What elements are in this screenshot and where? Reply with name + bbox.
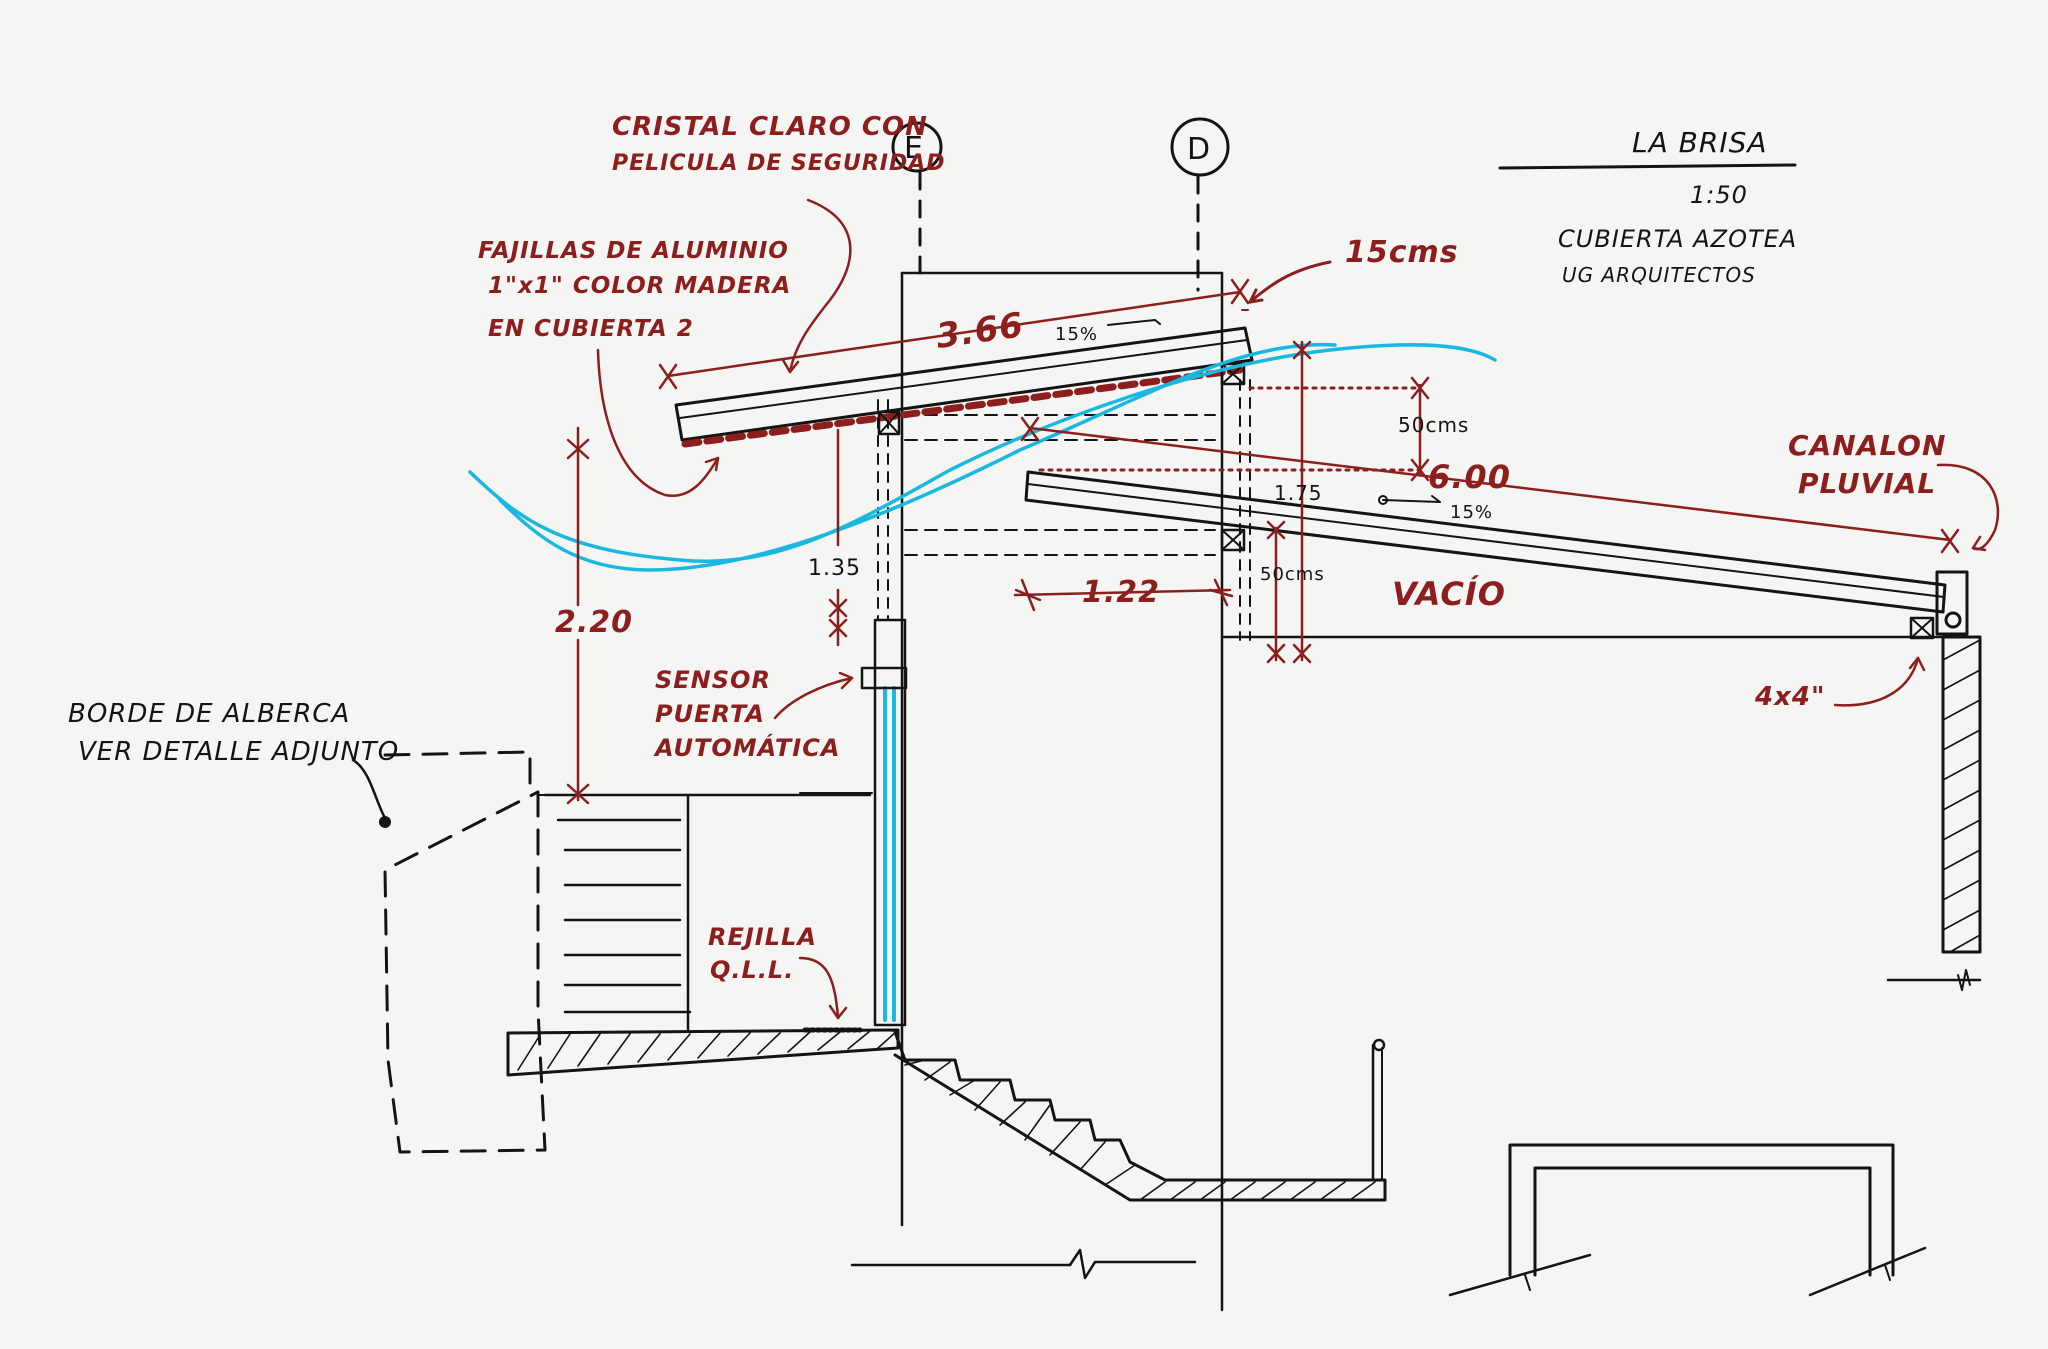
firm-name: UG ARQUITECTOS: [1562, 263, 1756, 287]
slats-note: FAJILLAS DE ALUMINIO 1"x1" COLOR MADERA …: [478, 238, 791, 498]
gutter: [1935, 570, 1969, 636]
glass-door: [860, 618, 908, 1027]
slats-note-line3: EN CUBIERTA 2: [488, 316, 694, 342]
edge-dimension: 15cms: [1345, 235, 1459, 270]
dimension-cantilever: 1.22: [1013, 575, 1234, 612]
beam-50-dimension: 50cms: [1260, 564, 1325, 585]
gutter-note-line2: PLUVIAL: [1798, 467, 1936, 500]
glass-note: CRISTAL CLARO CON PELICULA DE SEGURIDAD: [612, 112, 946, 374]
lower-post-a: [1220, 528, 1246, 552]
height-135-dimension: 1.35: [808, 556, 861, 581]
title-block: LA BRISA 1:50 CUBIERTA AZOTEA UG ARQUITE…: [1498, 126, 1797, 287]
right-column: [1886, 635, 1982, 991]
pool-edge: [351, 750, 547, 1154]
dimension-beam-50: 50cms: [1260, 520, 1325, 664]
lower-post-b: [1909, 616, 1935, 640]
height-220-dimension: 2.20: [555, 605, 633, 640]
glass-note-line1: CRISTAL CLARO CON: [612, 112, 928, 142]
bench: [543, 793, 872, 1032]
dimension-height-220: 2.20: [539, 426, 633, 805]
title-underline: [1498, 163, 1797, 170]
void-label-group: VACÍO: [1392, 575, 1506, 613]
axis-e-bubble: [891, 121, 943, 173]
void-label: VACÍO: [1392, 575, 1506, 613]
sensor-note-line2: PUERTA: [655, 700, 765, 728]
pool-note-line2: VER DETALLE ADJUNTO: [78, 737, 399, 767]
dimension-height-175: 1.75: [1274, 340, 1323, 664]
upper-post-b: [1220, 362, 1246, 386]
height-175-dimension: 1.75: [1274, 481, 1323, 505]
planter-box: [1448, 1143, 1927, 1297]
grille-note: REJILLA Q.L.L.: [708, 923, 848, 1020]
slats-note-line2: 1"x1" COLOR MADERA: [488, 273, 791, 299]
upper-span-dimension: 3.66: [934, 305, 1027, 357]
grille-note-line1: REJILLA: [708, 923, 817, 951]
door-sensor: [860, 666, 908, 690]
axis-e-label: E: [904, 131, 924, 166]
aluminium-slats: [681, 366, 1244, 448]
glass-note-line2: PELICULA DE SEGURIDAD: [612, 151, 946, 176]
dimension-height-135: 1.35: [808, 428, 861, 647]
upper-slope-label: 15%: [1055, 324, 1098, 345]
overlap-dimension: 50cms: [1398, 413, 1469, 437]
axis-d-bubble: [1170, 117, 1230, 177]
pool-note: BORDE DE ALBERCA VER DETALLE ADJUNTO: [68, 699, 399, 767]
dimension-lower-span: 6.00 15%: [1020, 416, 1960, 554]
dimension-edge: 15cms: [1241, 235, 1459, 311]
sheet-subtitle: CUBIERTA AZOTEA: [1558, 225, 1797, 253]
airflow-arrows: [468, 342, 1497, 572]
axis-d: D: [1170, 117, 1230, 292]
upper-post-a: [877, 410, 901, 436]
post-note: 4x4": [1754, 656, 1926, 712]
upper-box: [877, 271, 1251, 1312]
axis-d-label: D: [1187, 132, 1211, 167]
axis-e: E: [891, 121, 943, 287]
sensor-note: SENSOR PUERTA AUTOMÁTICA: [653, 666, 873, 794]
grille-note-line2: Q.L.L.: [710, 956, 794, 984]
sensor-note-line3: AUTOMÁTICA: [653, 733, 840, 762]
gutter-note-line1: CANALON: [1788, 429, 1946, 462]
terrace-floor: [506, 1027, 900, 1077]
post-size-label: 4x4": [1754, 682, 1826, 712]
lower-slope-label: 15%: [1450, 502, 1493, 523]
sensor-note-line1: SENSOR: [655, 666, 771, 694]
slats-note-line1: FAJILLAS DE ALUMINIO: [478, 238, 789, 264]
cantilever-dimension: 1.22: [1082, 575, 1160, 610]
lower-roof-slab: [1024, 470, 1969, 640]
pool-note-line1: BORDE DE ALBERCA: [68, 699, 350, 729]
gutter-note: CANALON PLUVIAL: [1788, 429, 2000, 552]
ground-line: [850, 1248, 1197, 1280]
pool-leader-dot: [379, 816, 391, 828]
project-title: LA BRISA: [1632, 126, 1768, 159]
stair: [893, 1030, 1387, 1202]
dimension-overlap: 50cms: [1038, 376, 1469, 482]
lower-span-dimension: 6.00: [1428, 458, 1511, 496]
scale-label: 1:50: [1690, 181, 1748, 209]
